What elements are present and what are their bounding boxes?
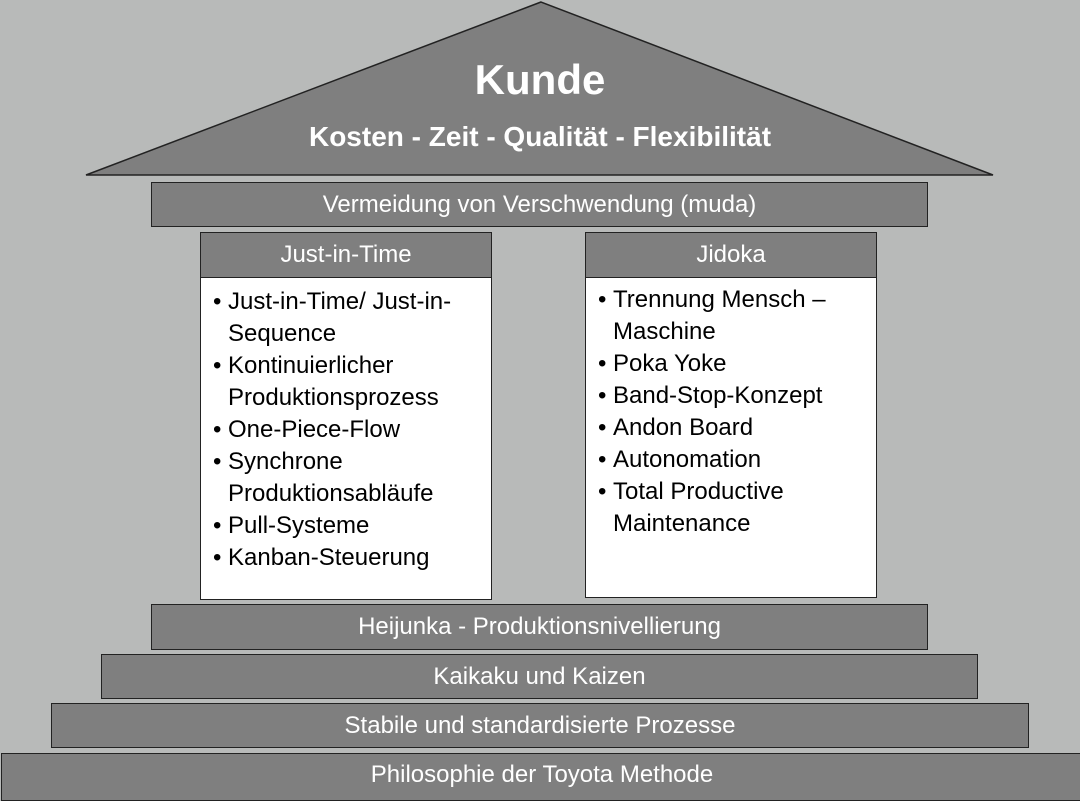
list-item: Poka Yoke — [598, 348, 868, 380]
list-item: Just-in-Time/ Just-in-Sequence — [213, 286, 483, 350]
list-item: Andon Board — [598, 412, 868, 444]
philosophy-bar: Philosophie der Toyota Methode — [1, 753, 1080, 801]
list-item: Trennung Mensch – Maschine — [598, 284, 868, 348]
pillar-list: Trennung Mensch – Maschine Poka Yoke Ban… — [586, 278, 876, 540]
list-item: Pull-Systeme — [213, 510, 483, 542]
muda-bar: Vermeidung von Verschwendung (muda) — [151, 182, 928, 227]
list-item: Synchrone Produktionsabläufe — [213, 446, 483, 510]
list-item: One-Piece-Flow — [213, 414, 483, 446]
list-item: Band-Stop-Konzept — [598, 380, 868, 412]
pillar-title: Jidoka — [586, 233, 876, 278]
list-item: Kontinuierlicher Produktionsprozess — [213, 350, 483, 414]
pillar-list: Just-in-Time/ Just-in-Sequence Kontinuie… — [201, 278, 491, 574]
list-item: Kanban-Steuerung — [213, 542, 483, 574]
stable-processes-bar: Stabile und standardisierte Prozesse — [51, 703, 1029, 748]
roof — [85, 1, 994, 176]
roof-title: Kunde — [474, 56, 606, 103]
list-item: Total Productive Maintenance — [598, 476, 868, 540]
kaikaku-kaizen-bar: Kaikaku und Kaizen — [101, 654, 978, 699]
list-item: Autonomation — [598, 444, 868, 476]
roof-subtitle: Kosten - Zeit - Qualität - Flexibilität — [308, 121, 772, 152]
heijunka-bar: Heijunka - Produktionsnivellierung — [151, 604, 928, 650]
pillar-just-in-time: Just-in-Time Just-in-Time/ Just-in-Seque… — [200, 232, 492, 600]
pillar-jidoka: Jidoka Trennung Mensch – Maschine Poka Y… — [585, 232, 877, 598]
pillar-title: Just-in-Time — [201, 233, 491, 278]
